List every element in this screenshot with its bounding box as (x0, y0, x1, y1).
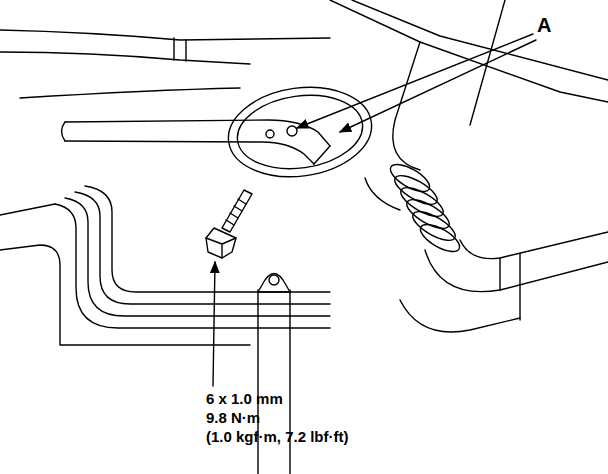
bolt-head (206, 228, 236, 258)
hose-band (500, 254, 520, 320)
frame-edge (0, 204, 250, 345)
brake-line (55, 204, 330, 328)
brake-line (75, 192, 330, 304)
bolt-hole (287, 126, 297, 136)
bracket-clip (269, 275, 279, 285)
grommet-inner (233, 88, 368, 177)
torque-value: 9.8 N·m (206, 409, 260, 426)
brake-line (85, 186, 330, 292)
bolt-thread (226, 199, 246, 225)
pipe (314, 146, 330, 164)
bolt-hole (266, 130, 274, 138)
hose-band (174, 38, 186, 61)
bolt-size: 6 x 1.0 mm (206, 390, 283, 407)
bolt-shaft (222, 190, 252, 232)
pipe (62, 122, 66, 141)
upper-hose (0, 30, 330, 40)
boot-bellows (386, 159, 463, 257)
body-panel (352, 0, 608, 80)
torque-value: (1.0 kgf·m, 7.2 lbf·ft) (206, 428, 349, 445)
upper-hose (0, 52, 250, 64)
bolt-head (206, 238, 236, 258)
leader-line (340, 40, 536, 132)
lower-hose (425, 250, 608, 292)
bracket (258, 290, 290, 474)
grommet-outer (223, 78, 378, 185)
lower-hose (400, 300, 520, 332)
bracket-clip (258, 274, 290, 293)
callout-letter: A (537, 14, 551, 37)
panel-edge (20, 88, 240, 98)
lower-hose (460, 232, 608, 259)
pipe (65, 141, 314, 164)
body-panel (330, 0, 608, 102)
leader-line (213, 262, 215, 386)
leader-line (297, 34, 533, 128)
